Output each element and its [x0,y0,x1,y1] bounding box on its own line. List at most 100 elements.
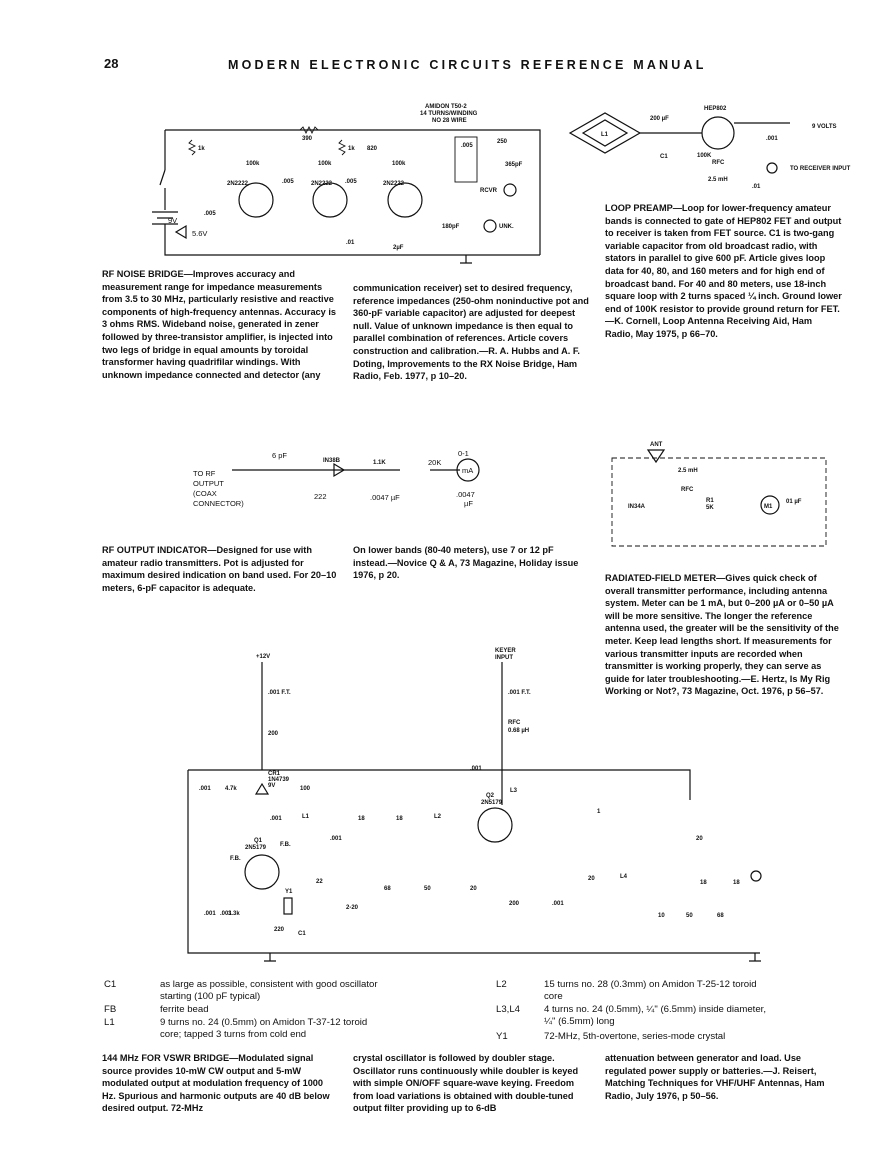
cr1-part-label: 1N4739 [268,777,290,783]
c005-a-label: .005 [282,179,294,185]
ant-label: ANT [650,442,663,448]
r33k-label: 3.3k [228,911,240,917]
c001-e-label: .001 [220,911,232,917]
milliammeter [456,458,480,482]
running-title: MODERN ELECTRONIC CIRCUITS REFERENCE MAN… [228,58,707,72]
part-value-y1: 72-MHz, 5th-overtone, series-mode crysta… [544,1031,726,1042]
c005-d-label: .005 [461,143,473,149]
r250-label: 250 [497,139,508,145]
q3-label: 2N2222 [383,181,405,187]
l2-label: L2 [434,814,442,820]
part-key-y1: Y1 [496,1031,508,1042]
c20-a-label: 20 [470,886,477,892]
output-connector [750,870,762,882]
part-key-l2: L2 [496,979,507,990]
resistor-1k-a [187,139,197,156]
q1-part-label: 2N5179 [245,845,267,851]
input-label-3: (COAX [193,489,217,498]
zener-diode [174,224,187,240]
transistor-q3 [387,182,423,218]
r47k-label: 4.7k [225,786,237,792]
wire-label: NO 28 WIRE [432,118,467,124]
r200-a-label: 200 [268,731,279,737]
fb-a-label: F.B. [230,856,241,862]
rfc-label: RFC [712,160,725,166]
vswr-caption-1: 144 MHz FOR VSWR BRIDGE—Modulated signal… [102,1053,330,1114]
c2uf-label: 2µF [393,245,404,251]
rf-noise-bridge-caption-right: communication receiver) set to desired f… [353,283,589,382]
part-key-c1: C1 [104,979,117,990]
meter-range-label: 0-1 [458,449,469,458]
c005-c-label: .005 [204,211,216,217]
keyer-label-2: INPUT [495,655,513,661]
r18-b-label: 18 [733,880,740,886]
diode-1n38b [333,462,346,478]
transistor-q2 [312,182,348,218]
meter-label: mA [462,466,473,475]
toroid-label: AMIDON T50-2 [425,104,467,110]
y1-label: Y1 [285,889,293,895]
c2-20-label: 2-20 [346,905,359,911]
vswr-source-schematic: +12V KEYER INPUT .001 F.T. .001 F.T. 200… [187,648,762,962]
resistor-1k-b [337,139,347,156]
r390-label: 390 [302,136,313,142]
rf-output-indicator-caption-right: On lower bands (80-40 meters), use 7 or … [353,545,579,581]
c001-a-label: .001 [470,766,482,772]
r220-label: 220 [274,927,285,933]
cap-label: 01 µF [786,499,802,505]
r100-label: 100 [300,786,311,792]
loop-preamp-schematic: HEP802 L1 200 µF C1 100K .001 9 VOLTS RF… [568,106,851,190]
vswr-c001-label: .001 [204,911,216,917]
c0047-b-unit: µF [464,499,473,508]
c20-c-label: 20 [588,876,595,882]
c18-a-label: 18 [358,816,365,822]
c365-label: 365pF [505,162,523,168]
part-key-l3l4: L3,L4 [496,1004,521,1015]
r18-a-label: 18 [700,880,707,886]
c22-label: 22 [316,879,323,885]
c18-b-label: 18 [396,816,403,822]
rcvr-connector [503,183,517,197]
parts-list-left: C1 as large as possible, consistent with… [104,979,474,1043]
v12-label: +12V [256,654,270,660]
part-value-c1: as large as possible, consistent with go… [160,979,378,1003]
keyer-label: KEYER [495,648,516,654]
r100k-a-label: 100k [246,161,260,167]
r100k-c-label: 100k [392,161,406,167]
supply-wires [261,662,503,805]
rcvr-label: RCVR [480,188,498,194]
page-number: 28 [104,56,119,71]
c68-label: 68 [384,886,391,892]
c1-out-label: 1 [597,809,601,815]
c0047-b-label: .0047 [456,490,475,499]
part-value-l2: 15 turns no. 28 (0.3mm) on Amidon T-25-1… [544,979,757,1003]
c1-label: C1 [298,931,306,937]
transistor-q1 [244,854,280,890]
c200-label: 200 µF [650,116,669,122]
rfc-val-label: 0.68 µH [508,728,529,734]
r1k-b-label: 1k [348,146,355,152]
part-value-fb: ferrite bead [160,1004,209,1015]
c180-label: 180pF [442,224,460,230]
r1-label: R1 [706,498,714,504]
l1-label: L1 [601,132,609,138]
r68-label: 68 [717,913,724,919]
rfc-val-label: 2.5 mH [708,177,728,183]
transistor-q2 [477,807,513,843]
part-key-l1: L1 [104,1017,115,1028]
power-switch [159,169,166,186]
r222-label: 222 [314,492,327,501]
c50-b-label: 50 [686,913,693,919]
unk-connector [483,219,497,233]
c001-b-label: .001 [199,786,211,792]
c001-d-label: .001 [330,836,342,842]
transistor-q1 [238,182,274,218]
q2-label: 2N2222 [311,181,333,187]
c0047-a-label: .0047 µF [370,493,400,502]
c10-label: 10 [658,913,665,919]
rfc-label: RFC [508,720,521,726]
volts-label: 9 VOLTS [812,124,837,130]
c001-label: .001 [766,136,778,142]
part-value-l3l4: 4 turns no. 24 (0.5mm), ¼" (6.5mm) insid… [544,1004,767,1028]
q2-part-label: 2N5179 [481,800,503,806]
